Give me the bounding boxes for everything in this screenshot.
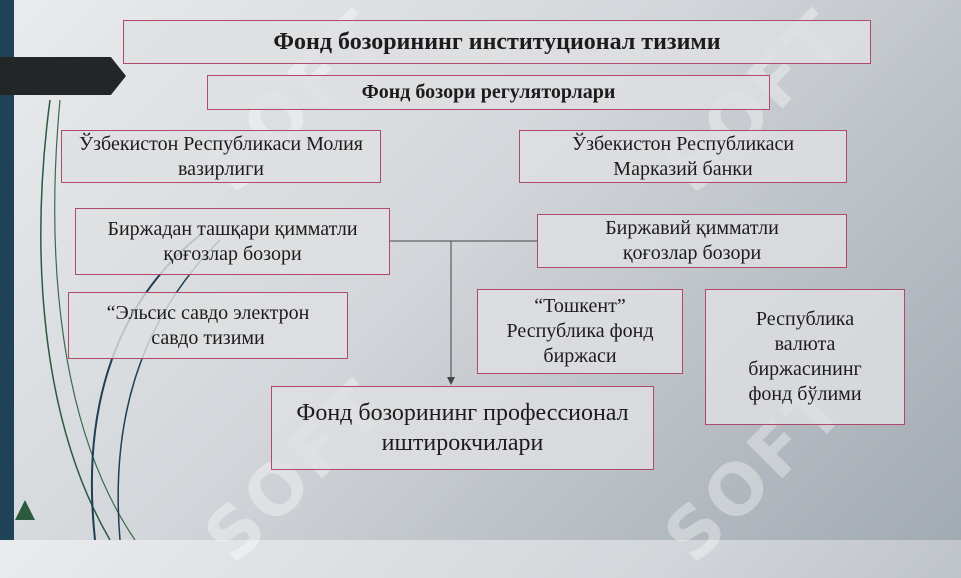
exchange-market-label: Биржавий қимматли қоғозлар бозори [605,217,779,264]
currency-exchange-box: Республика валюта биржасининг фонд бўлим… [705,289,905,425]
central-bank-box: Ўзбекистон Республикаси Марказий банки [519,130,847,183]
left-accent-bar [0,0,14,540]
otc-market-label: Биржадан ташқари қимматли қоғозлар бозор… [107,217,358,265]
central-bank-label: Ўзбекистон Республикаси Марказий банки [571,132,795,180]
elsis-label: “Эльсис савдо электрон савдо тизими [106,301,310,349]
regulators-label: Фонд бозори регуляторлари [361,81,616,103]
diagram-title: Фонд бозорининг институционал тизими [273,29,721,55]
otc-market-box: Биржадан ташқари қимматли қоғозлар бозор… [75,208,390,275]
participants-label: Фонд бозорининг профессионал иштирокчила… [296,400,629,456]
title-box: Фонд бозорининг институционал тизими [123,20,871,64]
currency-exchange-label: Республика валюта биржасининг фонд бўлим… [748,308,862,405]
ministry-label: Ўзбекистон Республикаси Молия вазирлиги [78,132,363,180]
ministry-box: Ўзбекистон Республикаси Молия вазирлиги [61,130,381,183]
participants-box: Фонд бозорининг профессионал иштирокчила… [271,386,654,470]
tashkent-exchange-label: “Тошкент” Республика фонд биржаси [506,295,654,367]
elsis-box: “Эльсис савдо электрон савдо тизими [68,292,348,359]
regulators-box: Фонд бозори регуляторлари [207,75,770,110]
arrow-tab-decoration [0,57,126,95]
exchange-market-box: Биржавий қимматли қоғозлар бозори [537,214,847,268]
tashkent-exchange-box: “Тошкент” Республика фонд биржаси [477,289,683,374]
connector-lines [390,240,537,385]
